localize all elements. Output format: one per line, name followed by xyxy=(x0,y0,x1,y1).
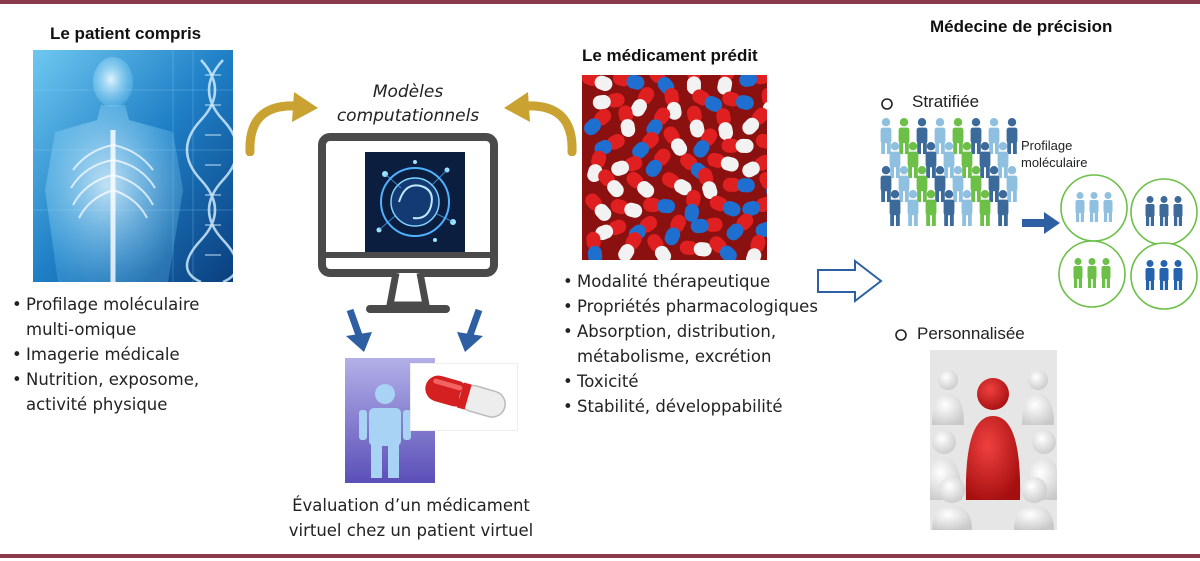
stratified-label: Stratifiée xyxy=(912,92,980,111)
top-rule xyxy=(0,0,1200,4)
patient-bullet-item: Profilage moléculaire multi-omique xyxy=(12,292,237,342)
drug-bullet-item: Absorption, distribution, métabolisme, e… xyxy=(563,319,853,369)
patient-body-image xyxy=(33,50,239,284)
curved-arrow-left-icon xyxy=(242,92,322,157)
profiling-line2: moléculaire xyxy=(1021,155,1088,170)
models-title: Modèles computationnels xyxy=(318,80,498,128)
subgroups-cluster xyxy=(1058,172,1200,312)
precision-title: Médecine de précision xyxy=(930,17,1113,36)
drug-pills-image xyxy=(581,62,788,267)
patient-bullet-list: Profilage moléculaire multi-omique Image… xyxy=(12,292,237,417)
personalized-figure-image xyxy=(926,350,1062,530)
bottom-rule xyxy=(0,554,1200,558)
profiling-line1: Profilage xyxy=(1021,138,1073,153)
drug-bullet-item: Propriétés pharmacologiques xyxy=(563,294,853,319)
drug-bullet-item: Toxicité xyxy=(563,369,853,394)
ai-brain-image xyxy=(365,152,465,252)
drug-title: Le médicament prédit xyxy=(582,46,758,65)
patient-title: Le patient compris xyxy=(50,24,202,43)
drug-bullet-item: Stabilité, développabilité xyxy=(563,394,853,419)
drug-bullet-list: Modalité thérapeutique Propriétés pharma… xyxy=(563,269,853,419)
virtual-caption-line1: Évaluation d’un médicament xyxy=(292,496,530,515)
models-title-line1: Modèles xyxy=(372,82,444,102)
virtual-caption-line2: virtuel chez un patient virtuel xyxy=(288,521,534,540)
personalized-bullet-icon xyxy=(894,327,908,341)
curved-arrow-right-icon xyxy=(498,92,580,157)
patient-bullet-item: Imagerie médicale xyxy=(12,342,237,367)
drug-bullet-item: Modalité thérapeutique xyxy=(563,269,853,294)
models-title-line2: computationnels xyxy=(336,106,480,126)
virtual-evaluation-caption: Évaluation d’un médicament virtuel chez … xyxy=(250,493,572,543)
population-crowd-icon xyxy=(878,118,1028,258)
stratified-bullet-icon xyxy=(880,96,894,110)
patient-bullet-item: Nutrition, exposome, activité physique xyxy=(12,367,237,417)
outline-right-arrow-icon xyxy=(815,258,885,304)
molecular-profiling-label: Profilage moléculaire xyxy=(1021,137,1087,171)
down-arrow-right-icon xyxy=(455,308,485,354)
blue-right-arrow-icon xyxy=(1020,210,1062,236)
down-arrow-left-icon xyxy=(344,308,374,354)
pill-capsule-image xyxy=(409,362,519,432)
personalized-label: Personnalisée xyxy=(917,324,1025,343)
